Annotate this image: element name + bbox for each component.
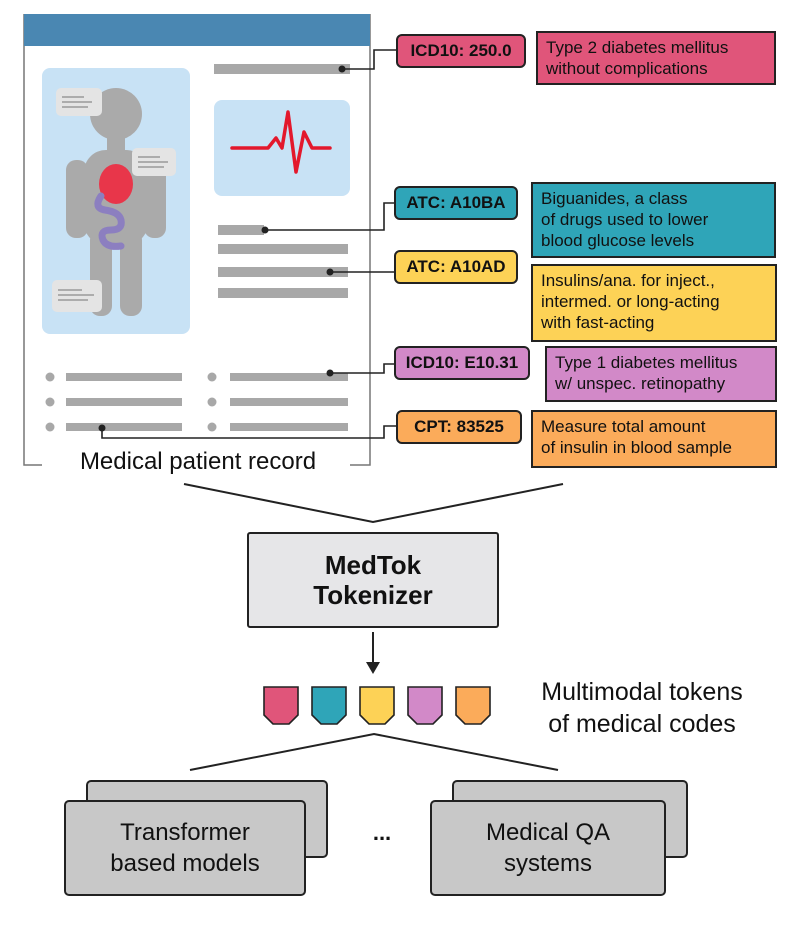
code-description-line: Type 2 diabetes mellitus	[546, 38, 729, 57]
body-panel	[42, 68, 190, 334]
code-description-line: Insulins/ana. for inject.,	[541, 271, 715, 290]
tokenizer-subtitle: Tokenizer	[313, 580, 433, 610]
code-description-line: of drugs used to lower	[541, 210, 709, 229]
token-icon	[359, 686, 395, 725]
intestine-icon	[94, 192, 125, 250]
token-icon	[407, 686, 443, 725]
code-description-line: of insulin in blood sample	[541, 438, 732, 457]
model-label-line: based models	[110, 850, 260, 877]
token-row	[263, 686, 491, 725]
tokens-to-models-lines	[189, 732, 559, 771]
code-badge: ICD10: 250.0	[396, 34, 526, 68]
model-label-line: systems	[503, 850, 592, 877]
code-description-line: Measure total amount	[541, 417, 706, 436]
code-description: Type 2 diabetes mellitus without complic…	[536, 31, 776, 85]
code-description-line: intermed. or long-acting	[541, 292, 720, 311]
connector-dots	[98, 65, 346, 432]
code-badge: ATC: A10BA	[394, 186, 518, 220]
token-icon	[311, 686, 347, 725]
record-header	[24, 14, 370, 46]
transformer-models-box: Transformer based models	[64, 800, 306, 896]
record-to-tokenizer-lines	[183, 483, 564, 524]
model-label-line: Transformer	[120, 819, 250, 846]
code-description-line: with fast-acting	[541, 313, 655, 332]
code-description-line: Biguanides, a class	[541, 189, 688, 208]
speech-bubble-icon	[56, 88, 102, 116]
human-body-icon	[66, 88, 166, 316]
bullet-list-right	[207, 372, 348, 432]
ellipsis: ...	[372, 820, 392, 845]
code-badge: ICD10: E10.31	[394, 346, 530, 380]
code-description: Measure total amount of insulin in blood…	[531, 410, 777, 468]
record-caption: Medical patient record	[48, 448, 348, 476]
tokens-label-line: of medical codes	[548, 710, 736, 738]
code-description-line: without complications	[546, 59, 708, 78]
heart-icon	[99, 164, 133, 204]
record-text-lines	[45, 64, 350, 432]
code-description: Biguanides, a class of drugs used to low…	[531, 182, 776, 258]
tokens-label-line: Multimodal tokens	[541, 678, 743, 706]
token-icon	[263, 686, 299, 725]
code-badge: CPT: 83525	[396, 410, 522, 444]
patient-record	[23, 14, 371, 466]
heartbeat-icon	[230, 110, 332, 174]
down-arrow-icon	[366, 632, 380, 674]
speech-bubble-icon	[132, 148, 176, 176]
vitals-panel	[214, 100, 350, 196]
medtok-tokenizer-box: MedTok Tokenizer	[247, 532, 499, 628]
code-connectors	[101, 49, 396, 439]
code-badge: ATC: A10AD	[394, 250, 518, 284]
code-description: Type 1 diabetes mellitus w/ unspec. reti…	[545, 346, 777, 402]
tokens-label: Multimodal tokens of medical codes	[507, 676, 777, 740]
token-icon	[455, 686, 491, 725]
code-description-line: Type 1 diabetes mellitus	[555, 353, 738, 372]
tokenizer-title: MedTok	[324, 550, 422, 580]
medical-qa-box: Medical QA systems	[430, 800, 666, 896]
code-description-line: w/ unspec. retinopathy	[555, 374, 726, 393]
model-label-line: Medical QA	[485, 819, 611, 846]
code-description-line: blood glucose levels	[541, 231, 695, 250]
speech-bubble-icon	[52, 280, 102, 312]
bullet-list-left	[45, 372, 182, 432]
code-description: Insulins/ana. for inject., intermed. or …	[531, 264, 777, 342]
